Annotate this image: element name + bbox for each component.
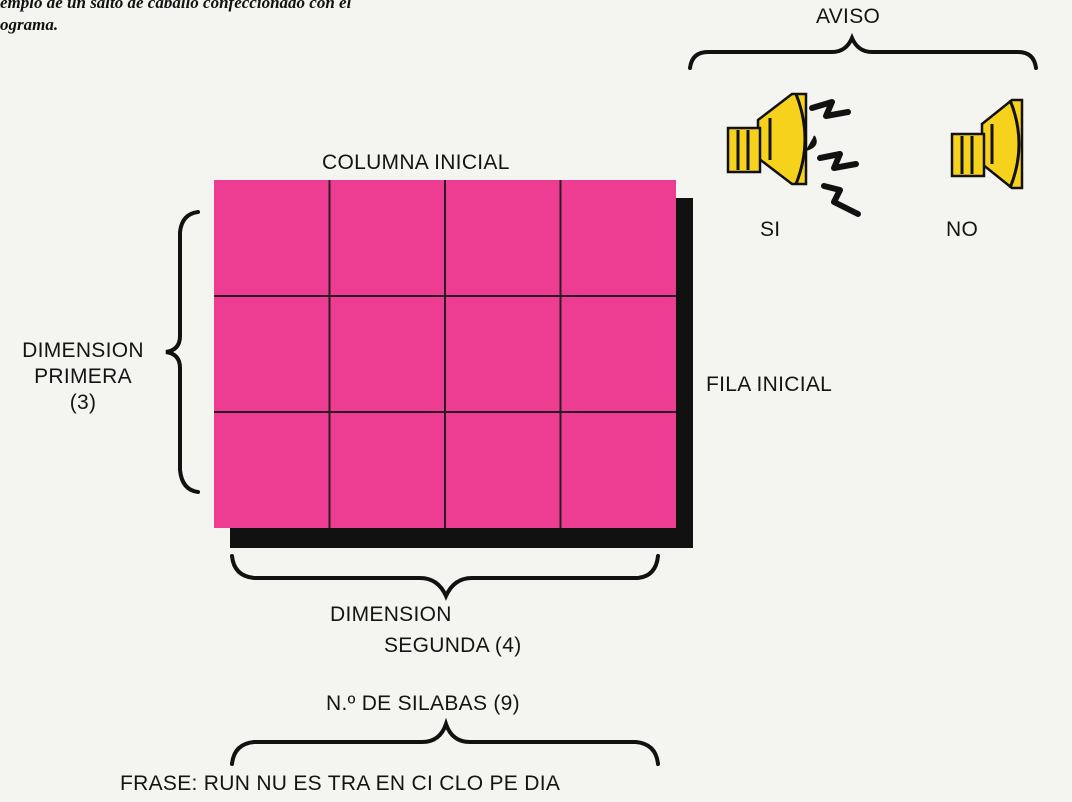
label-numero-silabas: N.º DE SILABAS (9) bbox=[326, 692, 520, 715]
caption-line-2: ograma. bbox=[0, 15, 59, 34]
speaker-si-icon bbox=[726, 92, 817, 186]
dimension-primera-line-3: (3) bbox=[69, 391, 97, 414]
caption-line-1: emplo de un salto de caballo confecciona… bbox=[0, 0, 352, 12]
label-frase: FRASE: RUN NU ES TRA EN CI CLO PE DIA bbox=[120, 772, 561, 795]
dimension-segunda-line-1: DIMENSION bbox=[330, 603, 452, 626]
label-si: SI bbox=[760, 218, 781, 241]
matrix-grid-lines bbox=[214, 180, 676, 528]
label-columna-inicial: COLUMNA INICIAL bbox=[322, 151, 510, 174]
dimension-primera-line-1: DIMENSION bbox=[22, 339, 144, 362]
brace-dimension-primera bbox=[165, 210, 200, 494]
brace-silabas bbox=[230, 717, 660, 766]
dimension-segunda-line-2: SEGUNDA (4) bbox=[384, 634, 522, 657]
brace-aviso bbox=[688, 32, 1038, 70]
label-fila-inicial: FILA INICIAL bbox=[706, 373, 833, 396]
sound-waves-icon bbox=[809, 99, 861, 217]
figure-caption: emplo de un salto de caballo confecciona… bbox=[0, 0, 500, 36]
label-dimension-primera: DIMENSION PRIMERA (3) bbox=[8, 338, 158, 416]
dimension-primera-line-2: PRIMERA bbox=[34, 365, 132, 388]
brace-dimension-segunda bbox=[230, 554, 660, 601]
label-aviso: AVISO bbox=[816, 5, 881, 28]
speaker-no-icon bbox=[950, 98, 1024, 190]
label-no: NO bbox=[946, 218, 979, 241]
